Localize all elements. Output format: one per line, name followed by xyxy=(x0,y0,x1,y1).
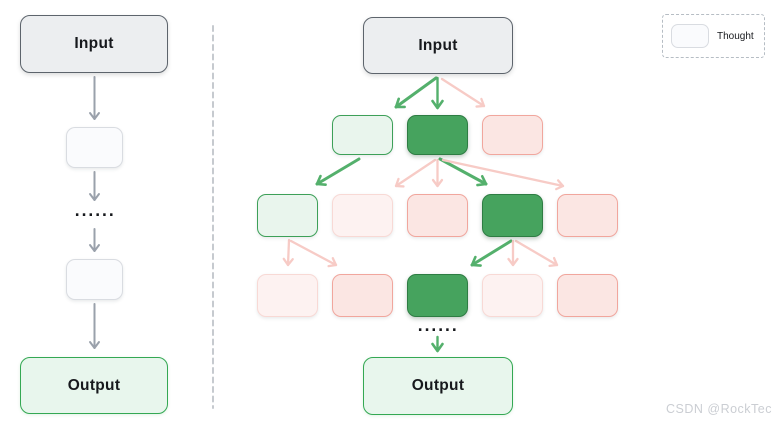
thought-node xyxy=(66,127,123,168)
thought-node xyxy=(332,194,393,237)
left-ellipsis: ...... xyxy=(74,204,116,220)
right-input-box: Input xyxy=(363,17,513,74)
edge-l1n2-l2n2 xyxy=(394,158,437,188)
left-input-box: Input xyxy=(20,15,168,73)
thought-node xyxy=(482,115,543,155)
thought-node xyxy=(482,194,543,237)
left-output-label: Output xyxy=(67,376,121,394)
right-ellipsis: ...... xyxy=(417,319,459,335)
edge-l1n1-l2n1 xyxy=(315,157,361,187)
thought-node xyxy=(482,274,543,317)
legend-thought-swatch xyxy=(671,24,709,48)
thought-node xyxy=(407,194,468,237)
thought-node xyxy=(407,274,468,317)
thought-node xyxy=(557,194,618,237)
edge-input-l1n3 xyxy=(440,77,486,108)
edge-l2n4-l3n3 xyxy=(470,239,513,267)
left-output-box: Output xyxy=(20,357,168,414)
right-input-label: Input xyxy=(418,36,458,54)
edge-l2n1-l3n2 xyxy=(289,239,338,268)
thought-node xyxy=(66,259,123,300)
left-input-label: Input xyxy=(74,35,114,52)
thought-node xyxy=(557,274,618,317)
edge-l2n1-l3n1 xyxy=(282,238,294,267)
legend: Thought xyxy=(662,14,765,58)
thought-node xyxy=(332,274,393,317)
thought-node xyxy=(332,115,393,155)
right-output-label: Output xyxy=(411,377,465,394)
edge-l1n2-l2n4 xyxy=(438,157,488,187)
edge-input-l1n1 xyxy=(394,76,438,109)
thought-node xyxy=(257,274,318,317)
watermark: CSDN @RockTec xyxy=(665,402,772,416)
right-output-box: Output xyxy=(363,357,513,415)
edge-l2n4-l3n5 xyxy=(514,239,559,268)
legend-thought-label: Thought xyxy=(717,30,754,42)
thought-node xyxy=(407,115,468,155)
edge-l1n2-l2n5 xyxy=(441,158,565,191)
thought-node xyxy=(257,194,318,237)
